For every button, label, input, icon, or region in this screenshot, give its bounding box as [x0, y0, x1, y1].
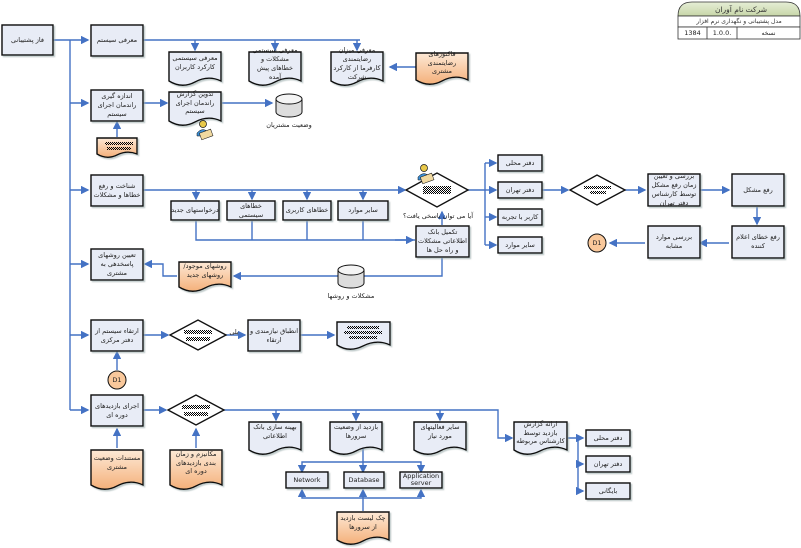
document-shapes: [168, 51, 568, 455]
doc-other-activities[interactable]: سایر فعالیتهای مورد نیاز: [420, 423, 460, 440]
process-response-methods[interactable]: تعیین روشهای پاسخدهی به مشتری: [98, 251, 136, 277]
process-box: [90, 319, 144, 352]
process-shapes: [1, 24, 785, 500]
server-database[interactable]: Database: [348, 475, 380, 484]
office-local[interactable]: دفتر محلی: [505, 158, 535, 167]
doc-problems-errors[interactable]: معرفی سیستمی مشکلات و خطاهای پیش آمده: [252, 46, 298, 80]
input-documents: [90, 52, 469, 545]
process-notify-reporter[interactable]: رفع خطای اعلام کننده: [736, 233, 780, 250]
version-cell: 1.0.0.: [712, 29, 732, 37]
company-title: شرکت نام آوران: [714, 4, 768, 14]
process-introduce-system[interactable]: معرفی سیستم: [96, 36, 138, 45]
server-application[interactable]: Application server: [402, 471, 440, 487]
doc-visit-report[interactable]: ارائه گزارش بازدید توسط کارشناس مربوطه: [516, 419, 565, 446]
decision-question-label: آیا می توان پاسخی یافت؟: [402, 211, 474, 220]
process-box: [90, 248, 144, 281]
doc-efficiency-report[interactable]: تدوین گزارش راندمان اجرای سیستم: [175, 89, 215, 116]
process-box: [90, 174, 144, 207]
title-block: [677, 1, 801, 40]
process-complete-knowledge-base[interactable]: تکمیل بانک اطلاعاتی مشکلات و راه حل ها: [418, 228, 467, 254]
connector-circles: [107, 233, 607, 390]
category-user-errors[interactable]: خطاهای کاربری: [285, 206, 329, 215]
recipient-local-office[interactable]: دفتر محلی: [593, 433, 623, 442]
db-customer-status[interactable]: وضعیت مشتریان: [266, 120, 312, 129]
category-other[interactable]: سایر موارد: [348, 206, 378, 215]
connector-d1-in[interactable]: D1: [112, 375, 122, 384]
redacted-blocks: [105, 142, 611, 416]
process-box: [90, 394, 144, 427]
person-icon: [196, 120, 214, 141]
office-tehran[interactable]: دفتر تهران: [505, 185, 535, 194]
input-visit-schedule[interactable]: مکانیزم و زمان بندی بازدیدهای دوره ای: [175, 449, 217, 476]
redacted-text: [423, 186, 451, 194]
decision-shapes: [166, 172, 627, 426]
db-problems-methods[interactable]: مشکلات و روشها: [327, 291, 375, 300]
doc-satisfaction[interactable]: معرفی میزان رضایتمندی کارفرما از کارکرد …: [333, 46, 381, 80]
input-satisfaction-factors[interactable]: فاکتورهای رضایتمندی مشتری: [427, 49, 457, 76]
office-other[interactable]: سایر موارد: [505, 240, 535, 249]
process-identify-fix-errors[interactable]: شناخت و رفع خطاها و مشکلات: [93, 181, 141, 199]
category-system-errors[interactable]: خطاهای سیستمی: [238, 201, 264, 219]
category-new-requests[interactable]: درخواستهای جدید: [171, 206, 219, 215]
server-network[interactable]: Network: [293, 475, 321, 484]
connectors: [52, 35, 762, 511]
input-customer-docs[interactable]: مستندات وضعیت مشتری: [93, 454, 141, 471]
phase-label: فاز پشتیبانی: [11, 35, 44, 44]
doc-server-check[interactable]: بازدید از وضعیت سرورها: [333, 423, 379, 440]
input-server-checklist[interactable]: چک لیست بازدید از سرورها: [340, 514, 386, 531]
recipient-archive[interactable]: بایگانی: [598, 486, 618, 495]
recipient-tehran-office[interactable]: دفتر تهران: [593, 459, 623, 468]
process-box: [90, 24, 144, 57]
doc-user-performance[interactable]: معرفی سیستمی کارکرد کاربران: [172, 54, 218, 71]
doc-db-optimization[interactable]: بهینه سازی بانک اطلاعاتی: [253, 423, 297, 440]
process-review-similar[interactable]: بررسی موارد مشابه: [655, 233, 693, 250]
process-review-timeline[interactable]: بررسی و تعیین زمان رفع مشکل توسط کارشناس…: [651, 172, 697, 207]
process-upgrade-central[interactable]: ارتقاء سیستم از دفتر مرکزی: [95, 326, 139, 344]
yes-label: بلی: [229, 327, 239, 336]
doc-existing-new-methods[interactable]: روشهای موجود/ روشهای جدید: [183, 262, 227, 279]
process-match-upgrade[interactable]: انطباق نیازمندی و ارتقاء: [249, 326, 299, 344]
version-label: نسخه: [761, 29, 776, 37]
process-periodic-visits[interactable]: اجرای بازدیدهای دوره ای: [95, 401, 139, 419]
phase-box: [1, 24, 54, 56]
connector-d1-out[interactable]: D1: [592, 238, 602, 247]
office-experienced-user[interactable]: کاربر با تجربه: [501, 212, 539, 221]
process-measure-efficiency[interactable]: اندازه گیری راندمان اجرای سیستم: [97, 92, 137, 118]
year-cell: 1384: [684, 29, 701, 37]
model-subtitle: مدل پشتیبانی و نگهداری نرم افزار: [696, 18, 782, 25]
process-box: [90, 89, 144, 122]
person-icon: [417, 164, 435, 185]
process-fix-problem[interactable]: رفع مشکل: [743, 185, 773, 194]
database-shapes: [275, 93, 365, 289]
